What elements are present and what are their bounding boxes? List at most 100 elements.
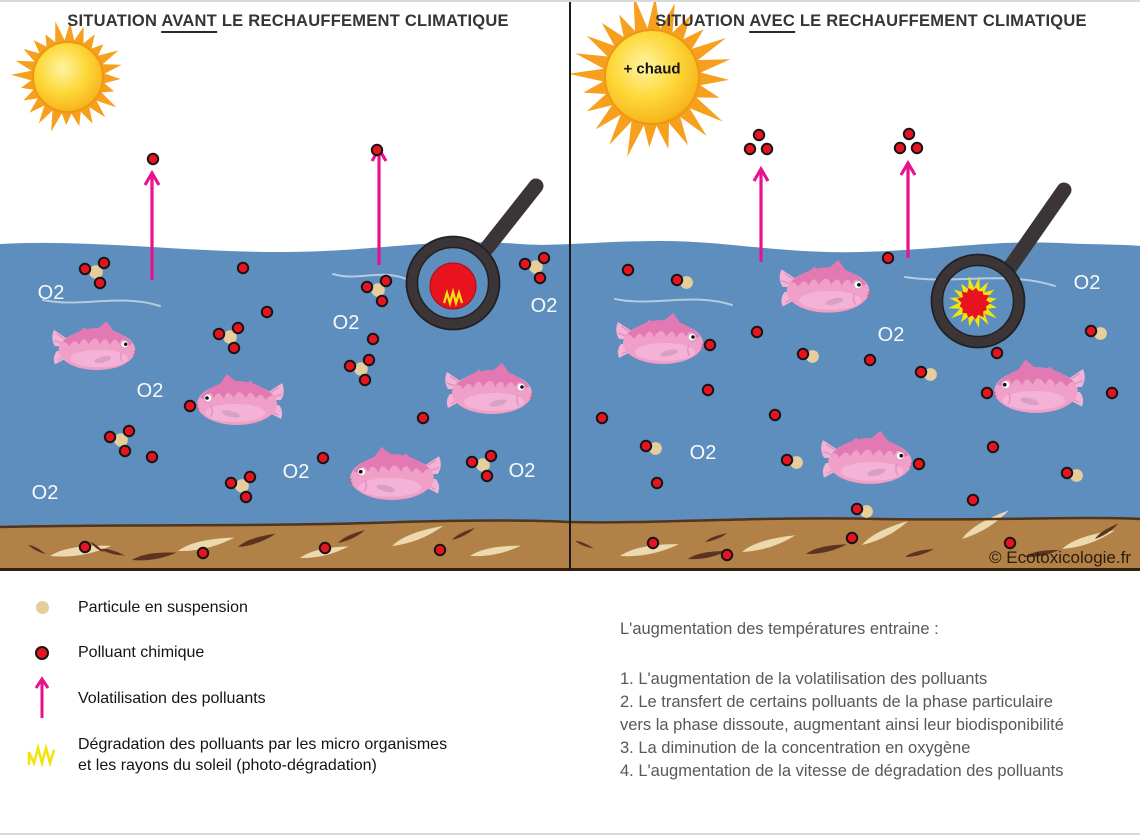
pollutant-dot [370, 143, 384, 157]
sediment-streak [862, 520, 909, 545]
sediment-streak [742, 535, 796, 552]
pollutant-dot [537, 251, 551, 265]
magnifier [405, 178, 544, 331]
o2-label: O2 [1074, 272, 1101, 294]
sediment-streak [132, 552, 177, 561]
underlined-word: AVEC [749, 12, 796, 33]
suspended-particle [529, 260, 543, 274]
wave-line [42, 299, 161, 307]
pollutant-dot [1105, 386, 1119, 400]
particle-pollutant-pair [639, 439, 662, 455]
legend-label: Polluant chimique [78, 644, 205, 661]
legend-item-degradation: Dégradation des polluants par les micro … [20, 734, 447, 776]
pollutant-dot [224, 476, 238, 490]
particle-pollutant-pair [670, 273, 693, 289]
sediment-streak [620, 544, 679, 557]
o2-label: O2 [878, 324, 905, 346]
pollutant-dot [595, 411, 609, 425]
pollutant-dot [966, 493, 980, 507]
wave-line [904, 276, 1056, 287]
pollutant-dot [465, 455, 479, 469]
suspended-particle [1070, 469, 1083, 482]
legend-label: Volatilisation des polluants [78, 689, 266, 707]
particle-pollutant-cluster [518, 251, 551, 285]
bottom-edge-line [0, 833, 1140, 835]
particle-pollutant-pair [1060, 466, 1083, 482]
particle-pollutant-cluster [224, 470, 257, 504]
particle-pollutant-pair [914, 365, 937, 381]
suspended-particle [354, 362, 368, 376]
degradation-zigzag [442, 287, 464, 308]
pollutant-dot [780, 453, 794, 467]
volatilization-arrow [143, 169, 161, 280]
suspended-particle [806, 350, 819, 363]
pollutant-dot [621, 263, 635, 277]
pollutant-dot [1060, 466, 1074, 480]
pollutant-dot [212, 327, 226, 341]
magnifier-handle [1003, 182, 1072, 274]
pollutant-dot [720, 548, 734, 562]
notes-line: 2. Le transfert de certains polluants de… [620, 693, 1053, 711]
pollutant-dot [990, 346, 1004, 360]
pollutant-dot [743, 142, 757, 156]
legend-item-volatilization: Volatilisation des polluants [20, 676, 266, 720]
right-panel-title: SITUATION AVEC LE RECHAUFFEMENT CLIMATIQ… [655, 12, 1087, 33]
notes-line: 4. L'augmentation de la vitesse de dégra… [620, 762, 1064, 780]
pollutant-dot [893, 141, 907, 155]
sediment-streak [452, 527, 476, 540]
notes-line: 1. L'augmentation de la volatilisation d… [620, 670, 988, 688]
sediment-streak [28, 545, 46, 554]
pollutant-dot [97, 256, 111, 270]
notes-block: L'augmentation des températures entraine… [620, 618, 1135, 783]
pollutant-dot [379, 274, 393, 288]
o2-label: O2 [690, 442, 717, 464]
top-edge-line [0, 0, 1140, 2]
o2-label: O2 [38, 282, 65, 304]
pollutant-dot [362, 353, 376, 367]
suspended-particle [790, 456, 803, 469]
pollutant-dot [1084, 324, 1098, 338]
suspended-particle [1094, 327, 1107, 340]
suspended-particle [235, 479, 249, 493]
pollutant-dot [518, 257, 532, 271]
volatilized-pollutant-group [743, 128, 774, 156]
magnifier-handle [479, 178, 544, 256]
sun-body [604, 29, 700, 125]
o2-label: O2 [333, 312, 360, 334]
sediment-streak [688, 551, 728, 560]
sun [10, 21, 122, 132]
magnifier-lens [932, 255, 1024, 347]
magnifier [930, 182, 1072, 349]
pollutant-dot [750, 325, 764, 339]
particle-pollutant-cluster [103, 424, 136, 458]
suspended-particle [924, 368, 937, 381]
sediment-streak [90, 542, 105, 553]
suspended-particle [223, 330, 237, 344]
pollutant-dot [670, 273, 684, 287]
sediment-streak [338, 530, 366, 543]
o2-label: O2 [137, 380, 164, 402]
degradation-zigzag-icon [20, 742, 64, 768]
volatilized-pollutant-group [893, 127, 924, 155]
left-panel-title: SITUATION AVANT LE RECHAUFFEMENT CLIMATI… [67, 12, 509, 33]
sun [568, 0, 731, 157]
sun-warmer-label: + chaud [623, 60, 681, 78]
sediment-streak [575, 540, 594, 549]
pollutant-dot [650, 476, 664, 490]
legend-item-particle: Particule en suspension [20, 597, 248, 618]
particle-icon [20, 601, 64, 614]
pollutant-dot [358, 373, 372, 387]
pollutant-dot [914, 365, 928, 379]
pollutant-dot [480, 469, 494, 483]
pollutant-dot [639, 439, 653, 453]
pollutant-dot [760, 142, 774, 156]
particle-pollutant-pair [780, 453, 803, 469]
notes-line: 3. La diminution de la concentration en … [620, 739, 971, 757]
legend-label: Dégradation des polluants par les micro … [78, 736, 448, 774]
pollutant-dot [231, 321, 245, 335]
pollutant-dot [902, 127, 916, 141]
suspended-particle [649, 442, 662, 455]
pollutant-dot [118, 444, 132, 458]
pollutant-dot [912, 457, 926, 471]
